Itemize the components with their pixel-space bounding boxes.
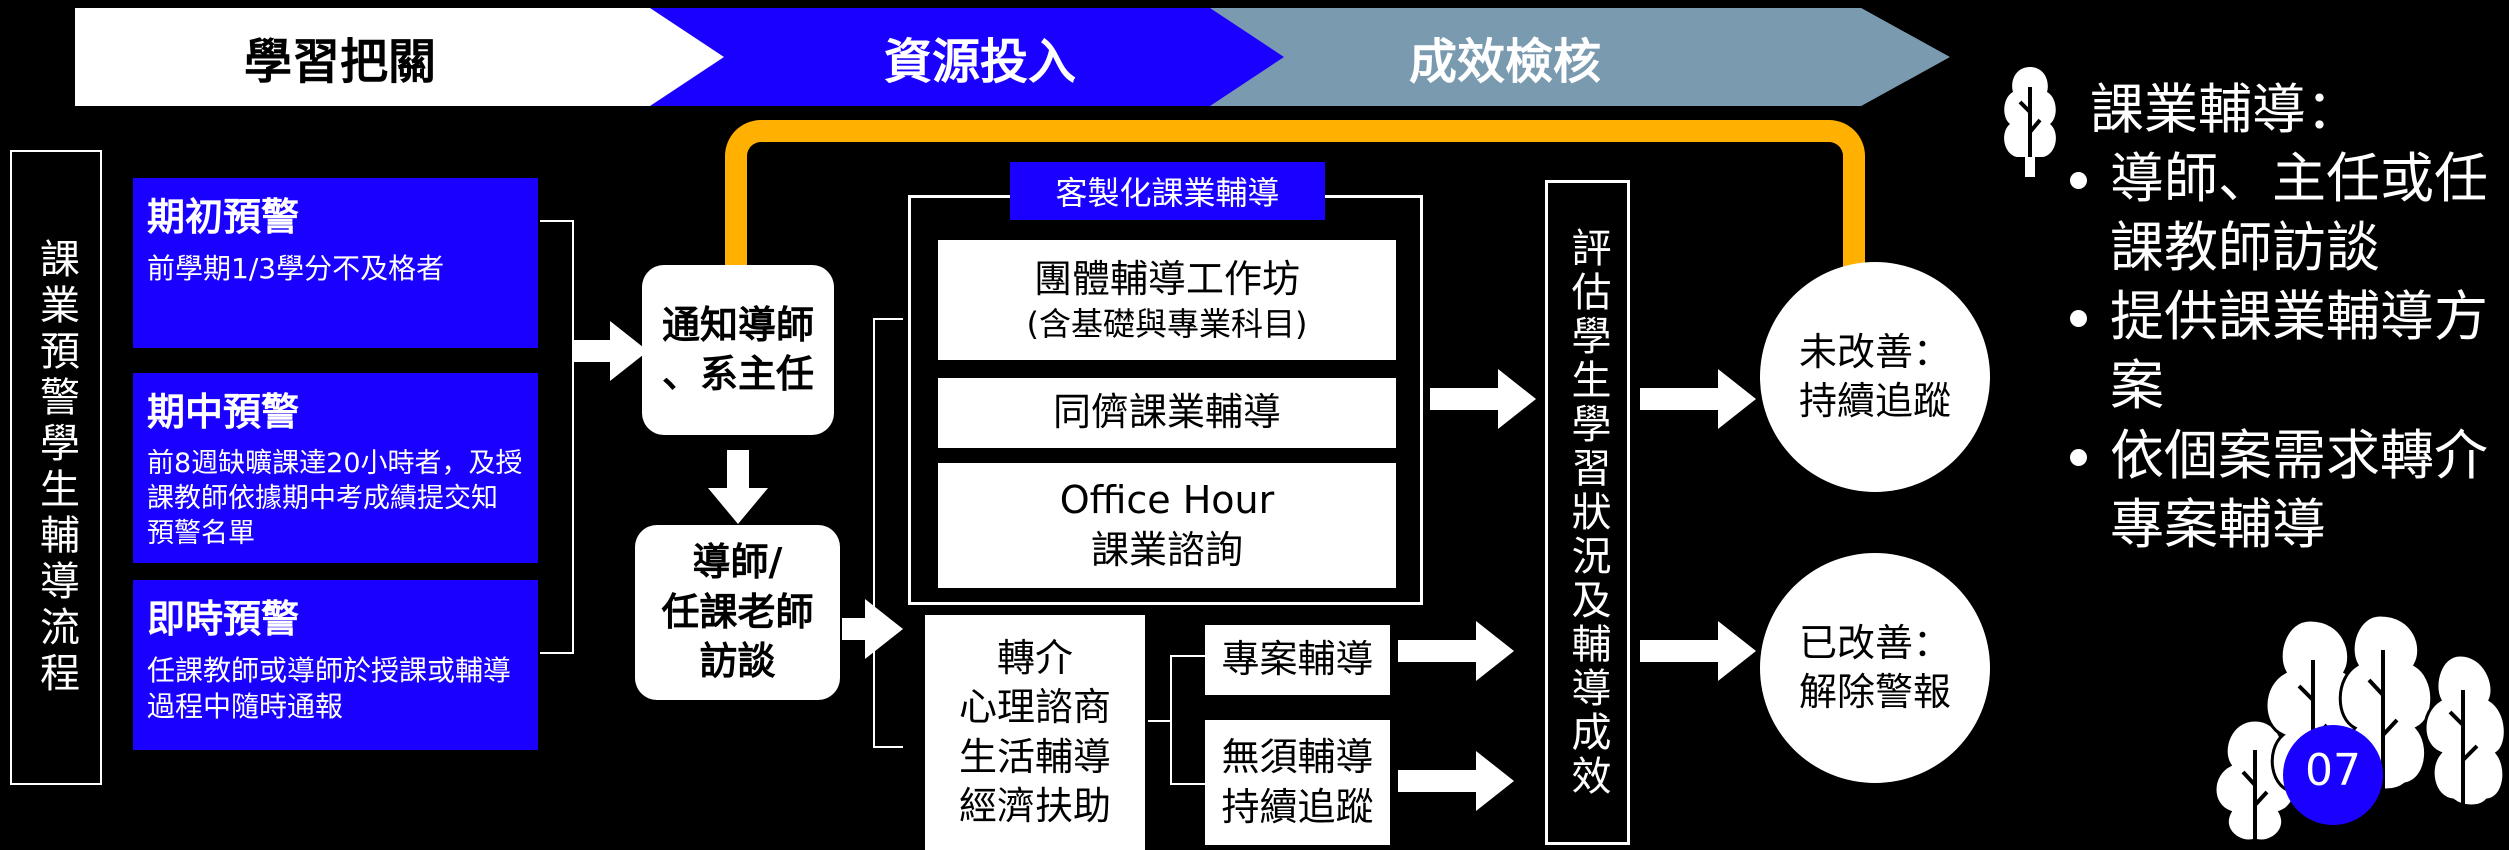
warnings-bracket xyxy=(540,220,574,654)
page-number: 07 xyxy=(2305,745,2361,796)
project-tutoring-label: 專案輔導 xyxy=(1221,637,1374,682)
warning-early: 期初預警 前學期1/3學分不及格者 xyxy=(133,178,538,348)
arrow-custom-to-eval xyxy=(1430,369,1536,429)
notes-list: 導師、主任或任課教師訪談 提供課業輔導方案 依個案需求轉介專案輔導 xyxy=(2060,144,2509,559)
workshop-label: 團體輔導工作坊 xyxy=(1033,256,1300,301)
custom-tutoring-title: 客製化課業輔導 xyxy=(1010,162,1325,220)
peer-tutoring-label: 同儕課業輔導 xyxy=(1052,390,1281,435)
arrow-to-interview xyxy=(708,450,768,524)
office-hour-sublabel: 課業諮詢 xyxy=(1090,527,1243,572)
referral-connector xyxy=(1148,720,1172,722)
not-improved-line: 持續追蹤 xyxy=(1798,379,1951,423)
notes-item: 提供課業輔導方案 xyxy=(2110,282,2509,420)
notes-item: 導師、主任或任課教師訪談 xyxy=(2110,144,2509,282)
improved-line: 解除警報 xyxy=(1798,670,1951,714)
interview-box: 導師/ 任課老師 訪談 xyxy=(635,525,840,700)
not-improved-line: 未改善： xyxy=(1798,329,1951,374)
arrow-to-notify xyxy=(572,321,648,381)
evaluation-box: 評估學生學習狀況及輔導成效 xyxy=(1545,180,1630,845)
project-tutoring-box: 專案輔導 xyxy=(1205,625,1390,695)
workshop-box: 團體輔導工作坊 (含基礎與專業科目) xyxy=(938,240,1396,360)
arrow-eval-to-not-improved xyxy=(1640,369,1756,429)
warning-title: 即時預警 xyxy=(147,597,300,641)
services-bracket xyxy=(873,318,903,748)
workshop-sublabel: (含基礎與專業科目) xyxy=(1026,304,1308,343)
not-improved-circle: 未改善： 持續追蹤 xyxy=(1760,262,1990,492)
referral-line: 生活輔導 xyxy=(958,734,1111,779)
tree-icon xyxy=(2004,67,2056,177)
referral-bracket xyxy=(1170,655,1205,785)
office-hour-box: Office Hour 課業諮詢 xyxy=(938,463,1396,588)
notes-panel: 課業輔導： 導師、主任或任課教師訪談 提供課業輔導方案 依個案需求轉介專案輔導 xyxy=(2060,75,2509,559)
forest-icon xyxy=(2213,613,2507,850)
warning-body: 任課教師或導師於授課或輔導過程中隨時通報 xyxy=(147,654,512,724)
notes-title: 課業輔導： xyxy=(2090,78,2360,141)
peer-tutoring-box: 同儕課業輔導 xyxy=(938,378,1396,448)
interview-line: 訪談 xyxy=(699,639,776,684)
referral-box: 轉介 心理諮商 生活輔導 經濟扶助 xyxy=(925,615,1145,850)
notify-line: 通知導師 xyxy=(661,302,814,347)
no-tutoring-line: 持續追蹤 xyxy=(1221,784,1374,829)
flow-title: 課業預警學生輔導流程 xyxy=(33,237,79,698)
stage-label: 學習把關 xyxy=(243,34,436,90)
referral-line: 經濟扶助 xyxy=(958,783,1111,828)
evaluation-label: 評估學生學習狀況及輔導成效 xyxy=(1564,226,1611,799)
arrow-to-services xyxy=(842,599,903,659)
arrow-project-to-eval xyxy=(1398,621,1514,681)
notes-item: 依個案需求轉介專案輔導 xyxy=(2110,421,2509,559)
improved-line: 已改善： xyxy=(1798,620,1951,665)
warning-midterm: 期中預警 前8週缺曠課達20小時者，及授課教師依據期中考成績提交知預警名單 xyxy=(133,373,538,563)
flow-title-box: 課業預警學生輔導流程 xyxy=(10,150,102,785)
referral-line: 心理諮商 xyxy=(958,685,1111,730)
arrow-eval-to-improved xyxy=(1640,621,1756,681)
warning-body: 前8週缺曠課達20小時者，及授課教師依據期中考成績提交知預警名單 xyxy=(147,448,523,550)
arrow-nofollow-to-eval xyxy=(1398,751,1514,811)
warning-title: 期中預警 xyxy=(147,390,300,434)
notify-line: 、系主任 xyxy=(661,352,814,396)
interview-line: 任課老師 xyxy=(661,589,814,634)
interview-line: 導師/ xyxy=(692,540,783,585)
warning-body: 前學期1/3學分不及格者 xyxy=(147,252,445,285)
improved-circle: 已改善： 解除警報 xyxy=(1760,553,1990,783)
stage-label: 資源投入 xyxy=(883,34,1076,90)
no-tutoring-box: 無須輔導 持續追蹤 xyxy=(1205,720,1390,845)
notify-box: 通知導師 、系主任 xyxy=(642,265,834,435)
referral-line: 轉介 xyxy=(996,635,1073,680)
stage-label: 成效檢核 xyxy=(1408,34,1601,90)
feedback-loop-line xyxy=(725,120,1865,265)
warning-instant: 即時預警 任課教師或導師於授課或輔導過程中隨時通報 xyxy=(133,580,538,750)
office-hour-label: Office Hour xyxy=(1059,478,1275,523)
stage-result-check: 成效檢核 xyxy=(1210,8,1950,106)
warning-title: 期初預警 xyxy=(147,195,300,239)
no-tutoring-line: 無須輔導 xyxy=(1221,735,1374,780)
page-number-badge xyxy=(2283,725,2383,825)
